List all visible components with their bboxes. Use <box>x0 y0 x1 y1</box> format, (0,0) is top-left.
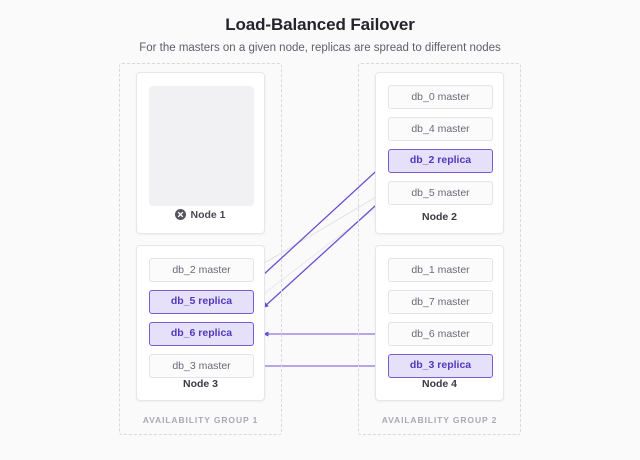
node-card-node-2[interactable]: db_0 master db_4 master db_2 replica db_… <box>375 72 504 234</box>
node-2-database-list: db_0 master db_4 master db_2 replica db_… <box>388 85 493 213</box>
node-4-label: Node 4 <box>421 378 457 390</box>
db-item-db5-replica[interactable]: db_5 replica <box>149 290 254 314</box>
page-title: Load-Balanced Failover <box>225 15 415 34</box>
availability-group-1-label: AVAILABILITY GROUP 1 <box>142 415 259 425</box>
page-subtitle: For the masters on a given node, replica… <box>139 42 501 54</box>
db-item-db4-master[interactable]: db_4 master <box>388 117 493 141</box>
node-1-label: Node 1 <box>137 208 264 224</box>
db-item-db3-master[interactable]: db_3 master <box>149 354 254 378</box>
db-item-db1-master[interactable]: db_1 master <box>388 258 493 282</box>
db-item-db6-replica[interactable]: db_6 replica <box>149 322 254 346</box>
db-item-db6-master[interactable]: db_6 master <box>388 322 493 346</box>
node-2-label: Node 2 <box>421 211 457 223</box>
db-item-db2-replica[interactable]: db_2 replica <box>388 149 493 173</box>
db-item-db3-replica[interactable]: db_3 replica <box>388 354 493 378</box>
node-3-database-list: db_2 master db_5 replica db_6 replica db… <box>149 258 254 386</box>
x-circle-icon <box>175 209 187 224</box>
node-card-node-3[interactable]: db_2 master db_5 replica db_6 replica db… <box>136 245 265 401</box>
header: Load-Balanced Failover For the masters o… <box>0 14 640 56</box>
node-card-node-1[interactable]: Node 1 <box>136 72 265 234</box>
db-item-db2-master[interactable]: db_2 master <box>149 258 254 282</box>
node-3-label: Node 3 <box>182 378 218 390</box>
db-item-db7-master[interactable]: db_7 master <box>388 290 493 314</box>
db-item-db5-master[interactable]: db_5 master <box>388 181 493 205</box>
availability-group-1: AVAILABILITY GROUP 1 <box>119 63 282 435</box>
node-1-label-text: Node 1 <box>190 209 226 221</box>
node-card-node-4[interactable]: db_1 master db_7 master db_6 master db_3… <box>375 245 504 401</box>
node-4-database-list: db_1 master db_7 master db_6 master db_3… <box>388 258 493 386</box>
node-1-offline-body <box>149 86 254 206</box>
db-item-db0-master[interactable]: db_0 master <box>388 85 493 109</box>
availability-group-2-label: AVAILABILITY GROUP 2 <box>381 415 498 425</box>
availability-group-2: AVAILABILITY GROUP 2 <box>358 63 521 435</box>
